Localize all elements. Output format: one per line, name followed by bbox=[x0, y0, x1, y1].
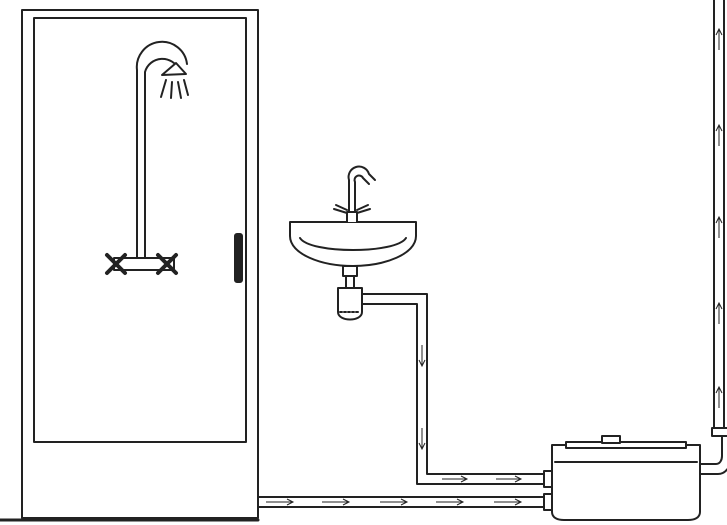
shower-door-panel bbox=[33, 17, 247, 443]
shower-pipe-connector bbox=[543, 493, 553, 511]
sink-drain-pipe bbox=[361, 293, 553, 488]
arrow-right-icon bbox=[322, 498, 351, 506]
arrow-up-icon bbox=[715, 27, 723, 50]
shower-riser-inner bbox=[144, 57, 180, 263]
arrow-right-icon bbox=[266, 498, 295, 506]
shower-head-icon bbox=[160, 62, 189, 99]
arrow-right-icon bbox=[442, 475, 469, 483]
mixer-handle-left-icon bbox=[105, 253, 127, 275]
shower-riser-outer bbox=[135, 40, 188, 263]
arrow-up-icon bbox=[715, 123, 723, 146]
shower-cabin-frame bbox=[21, 9, 259, 519]
discharge-pipe bbox=[699, 0, 727, 475]
sink-pipe-connector bbox=[543, 470, 553, 488]
arrow-up-icon bbox=[715, 301, 723, 324]
shower-mixer-valve bbox=[105, 253, 178, 275]
arrow-down-icon bbox=[418, 428, 426, 451]
basin-faucet-icon bbox=[333, 165, 376, 223]
shower-drain-pipe bbox=[257, 493, 553, 511]
arrow-right-icon bbox=[436, 498, 465, 506]
mixer-handle-right-icon bbox=[156, 253, 178, 275]
arrow-right-icon bbox=[380, 498, 409, 506]
arrow-up-icon bbox=[715, 385, 723, 408]
bottle-trap bbox=[337, 265, 363, 321]
arrow-right-icon bbox=[494, 498, 523, 506]
macerator-pump-unit bbox=[551, 435, 701, 521]
washbasin bbox=[289, 221, 417, 267]
arrow-right-icon bbox=[496, 475, 523, 483]
flow-arrows bbox=[266, 27, 723, 506]
arrow-down-icon bbox=[418, 345, 426, 368]
arrow-up-icon bbox=[715, 215, 723, 238]
shower-cabin bbox=[0, 9, 260, 522]
shower-door-handle[interactable] bbox=[234, 233, 243, 283]
